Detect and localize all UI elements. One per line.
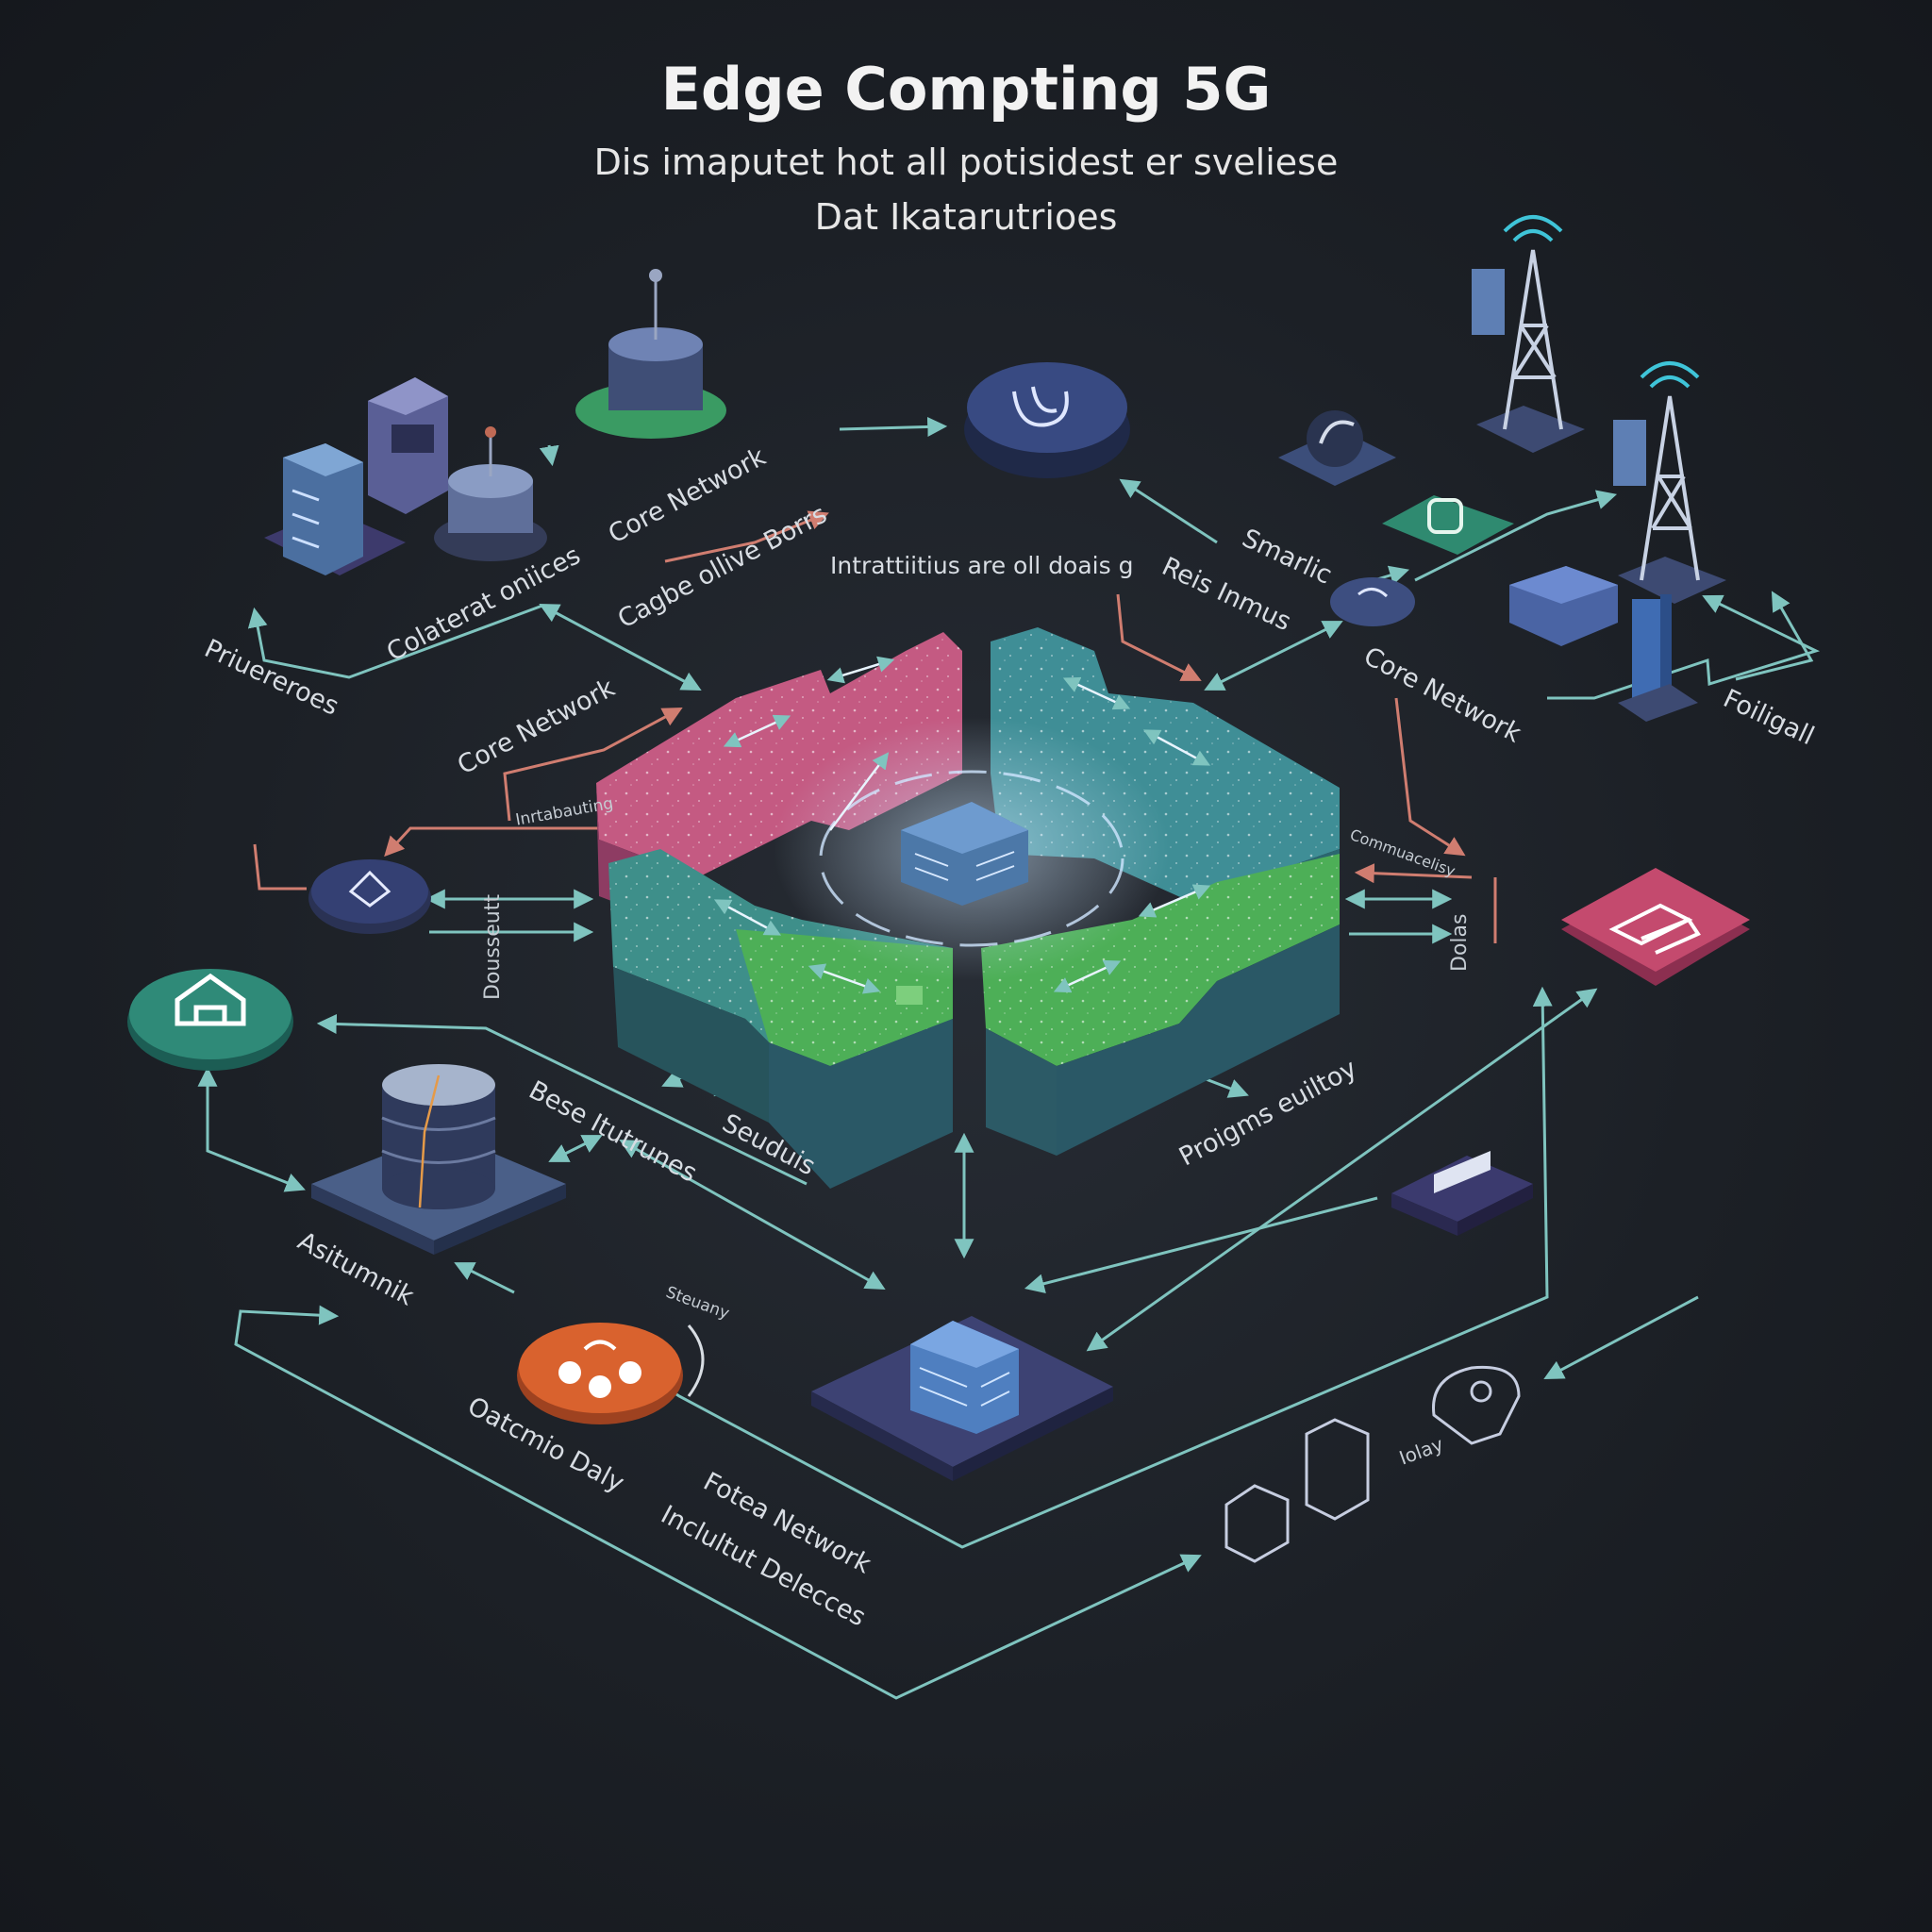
cell-tower-icon <box>1640 395 1700 581</box>
page-title: Edge Compting 5G <box>660 55 1272 124</box>
antenna-icon <box>1613 420 1646 486</box>
server-rack-icon <box>910 1321 1019 1434</box>
connector-line <box>619 1139 886 1291</box>
subtitle-line-2: Dat Ikatarutrioes <box>814 196 1118 238</box>
wifi-icon <box>1640 361 1700 389</box>
database-cylinder-icon <box>434 426 547 561</box>
connector-line <box>454 1262 515 1294</box>
connector-line <box>1024 1196 1378 1293</box>
connector-line <box>247 604 543 679</box>
gateway-device <box>1391 1151 1533 1236</box>
orange-badge <box>517 1323 705 1424</box>
connector-line <box>316 1013 808 1186</box>
connector-line <box>539 444 559 467</box>
connector-line <box>839 416 948 437</box>
server-rack-icon <box>283 443 363 575</box>
connector-line <box>503 708 683 822</box>
database-cylinder-icon <box>381 1064 496 1209</box>
antenna-icon <box>1472 269 1505 335</box>
robot-badge <box>308 859 431 934</box>
connector-line <box>1204 621 1343 691</box>
connector-line <box>1414 490 1618 582</box>
router-icon <box>1357 588 1389 598</box>
iot-devices <box>1224 1365 1521 1563</box>
chip-icon <box>1434 1151 1491 1193</box>
datacenter-group <box>264 269 726 575</box>
connector-line <box>1394 697 1466 857</box>
label-dousseutt: Dousseutt <box>481 894 505 1000</box>
chip-icon <box>896 986 923 1005</box>
device-icon <box>1305 1418 1370 1521</box>
device-icon <box>1427 498 1463 534</box>
wifi-icon <box>1319 420 1355 444</box>
house-icon <box>175 973 246 1026</box>
green-block-right <box>981 854 1340 1156</box>
house-badge <box>127 969 293 1071</box>
server-rack-icon <box>901 802 1028 906</box>
connector-line <box>1116 593 1202 681</box>
database-platform <box>311 1064 566 1255</box>
cell-tower-icon <box>1503 249 1563 430</box>
subtitle-line-1: Dis imaputet hot all potisidest er svelі… <box>593 142 1339 183</box>
connector-line <box>234 1305 1202 1700</box>
router-icon <box>1012 386 1069 427</box>
connector-line <box>197 1066 306 1192</box>
central-edge-cluster <box>596 627 1340 1189</box>
connector-line <box>664 510 829 563</box>
database-cylinder-icon <box>575 269 726 439</box>
connector-line <box>253 843 307 891</box>
device-icon <box>1618 594 1698 722</box>
robot-arm-icon <box>348 870 391 908</box>
label-dolas: Dolas <box>1448 913 1472 972</box>
chip-icon <box>1509 566 1618 646</box>
connector-line <box>1119 478 1218 544</box>
router-badge <box>964 362 1130 478</box>
connector-line <box>1543 1295 1699 1379</box>
cloud-icon <box>558 1340 641 1398</box>
connector-line <box>1547 594 1821 700</box>
factory-icon <box>1608 903 1701 955</box>
connector-line <box>384 826 604 858</box>
connector-line <box>1086 988 1598 1352</box>
connector-line <box>1354 863 1473 884</box>
device-icon <box>1224 1484 1290 1563</box>
pink-badge <box>1561 868 1750 986</box>
robot-arm-icon <box>1432 1365 1521 1445</box>
cell-tower-group-lower <box>1613 361 1726 604</box>
connector-line <box>1735 591 1814 681</box>
cell-tower-group-upper <box>1472 215 1585 453</box>
connector-line <box>548 1135 603 1162</box>
label-intrattiitius: Intrattiitius are oll doais g <box>830 552 1134 579</box>
server-rack-icon <box>368 377 448 514</box>
small-chip-badge <box>1330 577 1415 626</box>
bottom-datacenter <box>811 1316 1113 1481</box>
connector-line <box>539 604 702 691</box>
satellite-dish-badge <box>1278 410 1396 486</box>
wifi-icon <box>1503 215 1563 242</box>
green-badge <box>1382 495 1514 555</box>
salmon-connections <box>253 510 1497 943</box>
